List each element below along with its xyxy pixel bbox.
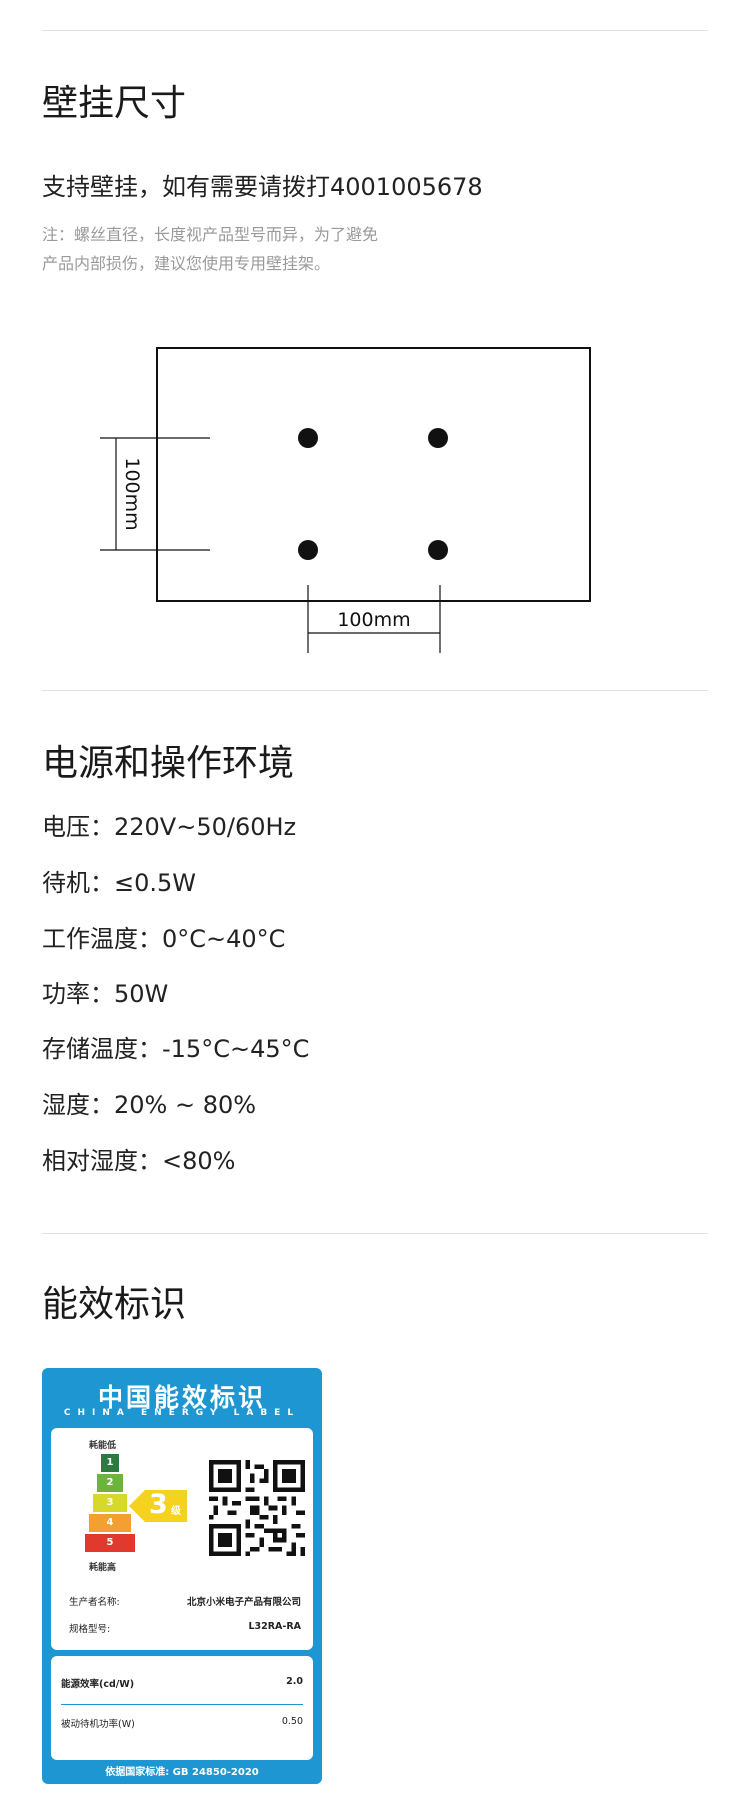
energy-label-title: 中国能效标识 xyxy=(97,1383,266,1412)
vesa-diagram: 100mm 100mm xyxy=(100,347,591,653)
low-consumption-label: 耗能低 xyxy=(89,1441,117,1451)
mount-hole-top-right xyxy=(428,428,448,448)
standby-label: 被动待机功率(W) xyxy=(61,1719,135,1730)
energy-label-top-panel: 耗能低 1 2 3 4 5 3 级 耗能高 xyxy=(51,1428,313,1650)
wall-mount-support-text: 支持壁挂，如有需要请拨打4001005678 xyxy=(42,173,483,201)
top-divider xyxy=(42,30,708,31)
current-grade-unit: 级 xyxy=(171,1506,181,1517)
current-grade-number: 3 xyxy=(149,1489,168,1520)
tv-outline xyxy=(156,347,591,602)
vertical-dimension-label: 100mm xyxy=(121,457,143,530)
mount-hole-bottom-left xyxy=(298,540,318,560)
efficiency-value: 2.0 xyxy=(286,1676,303,1687)
efficiency-label: 能源效率(cd/W) xyxy=(61,1679,135,1690)
grade-bar-5: 5 xyxy=(85,1534,135,1552)
section-divider-2 xyxy=(42,1233,708,1234)
energy-title: 能效标识 xyxy=(42,1284,187,1325)
mount-hole-bottom-right xyxy=(428,540,448,560)
energy-label-card: 中国能效标识 CHINA ENERGY LABEL 耗能低 1 2 3 4 5 … xyxy=(42,1368,322,1784)
spec-relative-humidity: 相对湿度：<80% xyxy=(42,1147,236,1175)
manufacturer-value: 北京小米电子产品有限公司 xyxy=(186,1597,301,1608)
note-line-2: 产品内部损伤，建议您使用专用壁挂架。 xyxy=(42,254,331,273)
grade-bar-1: 1 xyxy=(101,1454,119,1472)
grade-bar-2: 2 xyxy=(97,1474,123,1492)
power-title: 电源和操作环境 xyxy=(42,743,295,784)
high-consumption-label: 耗能高 xyxy=(89,1563,117,1573)
spec-humidity: 湿度：20% ~ 80% xyxy=(42,1091,257,1119)
spec-operating-temp: 工作温度：0°C~40°C xyxy=(42,925,286,953)
panel-separator xyxy=(61,1704,303,1705)
horizontal-dimension-label: 100mm xyxy=(337,609,410,631)
section-divider-1 xyxy=(42,690,708,691)
energy-label-bottom-panel: 能源效率(cd/W) 2.0 被动待机功率(W) 0.50 xyxy=(51,1656,313,1760)
wall-mount-note: 注：螺丝直径，长度视产品型号而异，为了避免 产品内部损伤，建议您使用专用壁挂架。 xyxy=(42,220,378,278)
note-line-1: 注：螺丝直径，长度视产品型号而异，为了避免 xyxy=(42,225,379,244)
manufacturer-label: 生产者名称: xyxy=(69,1597,120,1608)
qr-code-icon xyxy=(209,1460,305,1556)
standby-value: 0.50 xyxy=(281,1716,303,1727)
spec-voltage: 电压：220V~50/60Hz xyxy=(42,813,297,841)
model-label: 规格型号: xyxy=(69,1624,111,1635)
grade-bar-3: 3 xyxy=(93,1494,127,1512)
grade-arrow-icon xyxy=(129,1490,187,1522)
spec-standby: 待机：≤0.5W xyxy=(42,869,197,897)
grade-bar-4: 4 xyxy=(89,1514,131,1532)
energy-label-standard: 依据国家标准: GB 24850-2020 xyxy=(105,1767,259,1778)
spec-power: 功率：50W xyxy=(42,980,169,1008)
energy-label-subtitle: CHINA ENERGY LABEL xyxy=(63,1408,301,1418)
model-value: L32RA-RA xyxy=(248,1621,301,1632)
wall-mount-title: 壁挂尺寸 xyxy=(42,83,187,124)
spec-storage-temp: 存储温度：-15°C~45°C xyxy=(42,1035,310,1063)
mount-hole-top-left xyxy=(298,428,318,448)
